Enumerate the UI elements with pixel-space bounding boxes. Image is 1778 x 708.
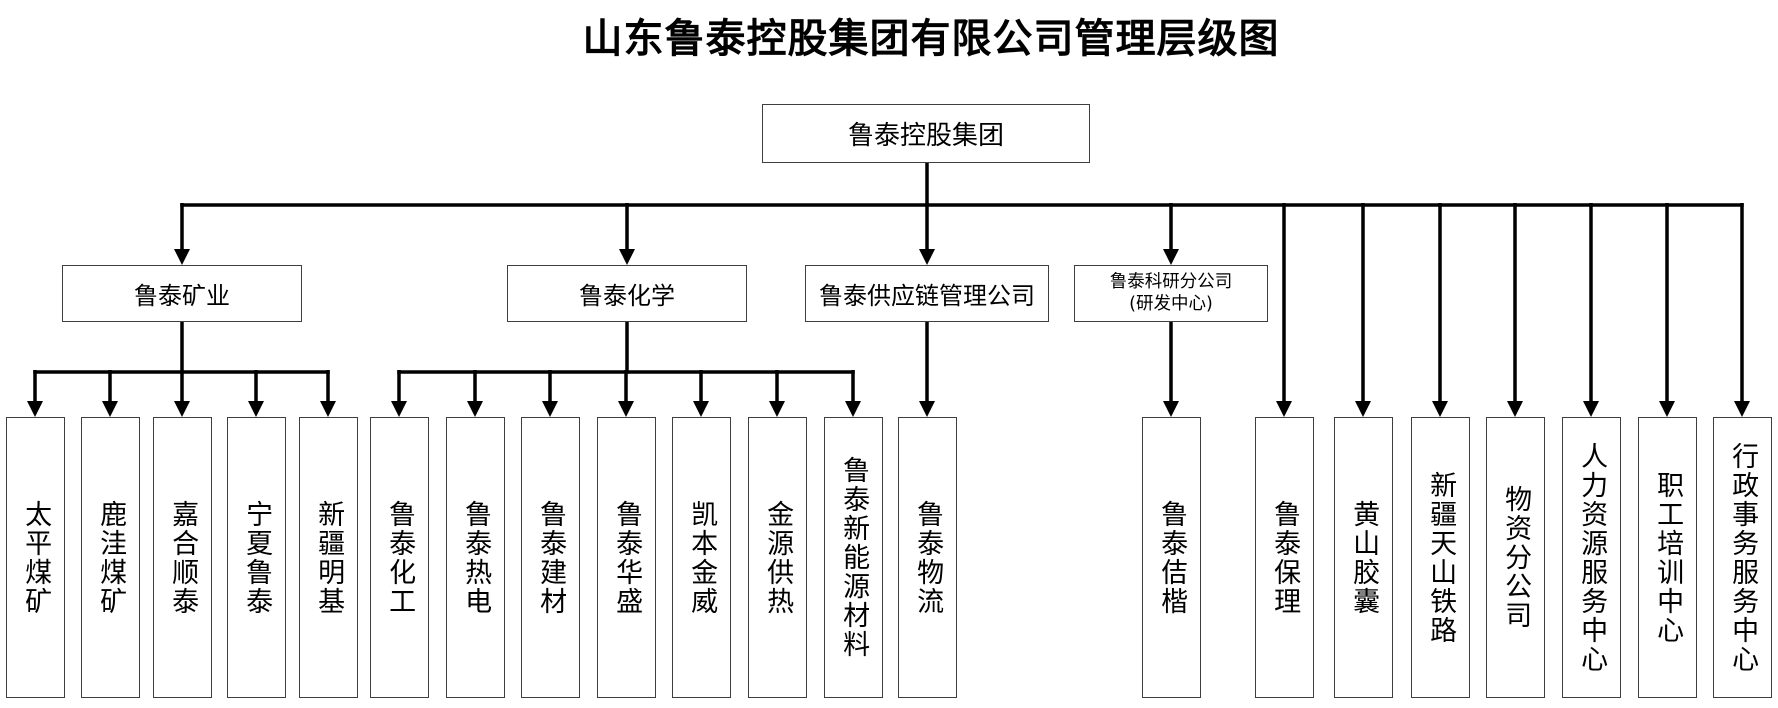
org-leaf-label: 凯本金威 (686, 499, 718, 616)
org-leaf-node: 物资分公司 (1485, 417, 1545, 698)
org-node-label: 鲁泰科研分公司 (1109, 271, 1233, 292)
org-leaf-label: 鲁泰新能源材料 (838, 456, 870, 659)
chart-title: 山东鲁泰控股集团有限公司管理层级图 (582, 16, 1280, 61)
org-leaf-label: 宁夏鲁泰 (241, 499, 273, 616)
org-leaf-label: 新疆明基 (313, 499, 345, 616)
org-leaf-node: 鹿洼煤矿 (80, 417, 140, 698)
org-leaf-node: 鲁泰热电 (445, 417, 505, 698)
org-leaf-node: 宁夏鲁泰 (226, 417, 286, 698)
org-leaf-node: 新疆天山铁路 (1410, 417, 1470, 698)
org-leaf-label: 新疆天山铁路 (1425, 470, 1457, 645)
org-leaf-node: 太平煤矿 (5, 417, 65, 698)
org-node-sublabel: (研发中心) (1129, 293, 1213, 314)
org-leaf-label: 鲁泰化工 (384, 499, 416, 616)
org-node-level2: 鲁泰化学 (507, 265, 747, 322)
org-leaf-node: 鲁泰新能源材料 (823, 417, 883, 698)
org-leaf-label: 太平煤矿 (20, 499, 52, 616)
org-leaf-node: 嘉合顺泰 (152, 417, 212, 698)
org-leaf-node: 鲁泰建材 (520, 417, 580, 698)
org-leaf-label: 鲁泰热电 (460, 499, 492, 616)
org-leaf-node: 新疆明基 (298, 417, 358, 698)
org-node-level2: 鲁泰矿业 (62, 265, 302, 322)
org-leaf-node: 鲁泰保理 (1254, 417, 1314, 698)
org-leaf-label: 鲁泰建材 (535, 499, 567, 616)
org-leaf-node: 金源供热 (747, 417, 807, 698)
org-node-root: 鲁泰控股集团 (762, 104, 1090, 163)
org-leaf-node: 黄山胶囊 (1333, 417, 1393, 698)
org-leaf-label: 物资分公司 (1500, 485, 1532, 630)
org-leaf-label: 鲁泰佶楷 (1156, 499, 1188, 616)
org-leaf-label: 嘉合顺泰 (167, 499, 199, 616)
org-leaf-node: 鲁泰化工 (369, 417, 429, 698)
org-leaf-label: 鲁泰物流 (912, 499, 944, 616)
org-leaf-label: 鲁泰保理 (1269, 499, 1301, 616)
org-leaf-label: 鹿洼煤矿 (95, 499, 127, 616)
org-leaf-label: 金源供热 (762, 499, 794, 616)
org-leaf-node: 鲁泰华盛 (596, 417, 656, 698)
org-node-level2: 鲁泰供应链管理公司 (805, 265, 1049, 322)
org-leaf-label: 职工培训中心 (1652, 470, 1684, 645)
org-leaf-node: 行政事务服务中心 (1712, 417, 1772, 698)
org-leaf-node: 凯本金威 (671, 417, 731, 698)
org-leaf-label: 鲁泰华盛 (611, 499, 643, 616)
org-leaf-label: 行政事务服务中心 (1727, 441, 1759, 674)
org-leaf-node: 鲁泰佶楷 (1141, 417, 1201, 698)
org-leaf-label: 黄山胶囊 (1348, 499, 1380, 616)
org-leaf-node: 人力资源服务中心 (1561, 417, 1621, 698)
org-leaf-node: 职工培训中心 (1637, 417, 1697, 698)
org-leaf-node: 鲁泰物流 (897, 417, 957, 698)
org-leaf-label: 人力资源服务中心 (1576, 441, 1608, 674)
org-node-level2: 鲁泰科研分公司(研发中心) (1074, 265, 1268, 322)
